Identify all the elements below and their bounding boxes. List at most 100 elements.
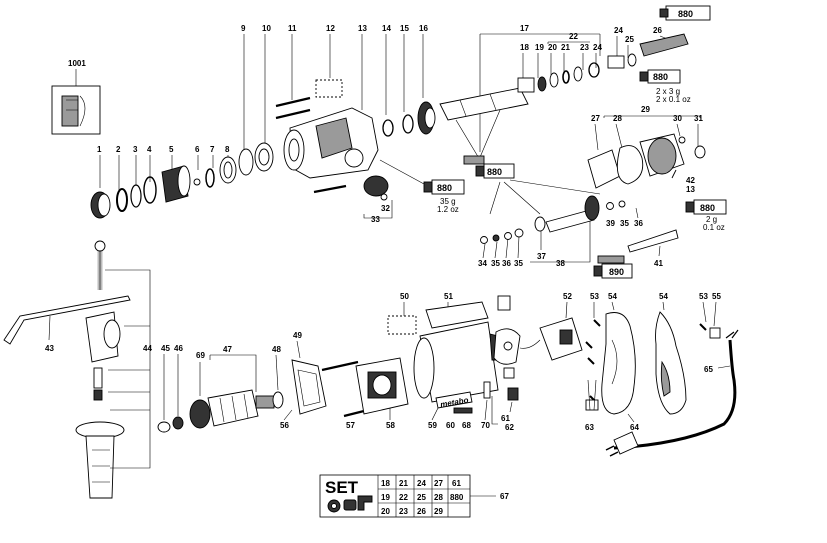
label-5: 5 (169, 145, 174, 154)
grease-tube-2x3g: 880 2 x 3 g 2 x 0.1 oz (639, 69, 691, 104)
label-44: 44 (143, 344, 152, 353)
label-70: 70 (481, 421, 490, 430)
label-1: 1 (97, 145, 102, 154)
label-11: 11 (288, 24, 297, 33)
tube-note-4a: 35 g (440, 197, 456, 206)
label-40: 41 (654, 259, 663, 268)
label-49: 49 (293, 331, 302, 340)
label-41: 36 (634, 219, 643, 228)
parts-14-16: 14 15 16 (382, 24, 436, 137)
label-60: 60 (446, 421, 455, 430)
label-45: 45 (161, 344, 170, 353)
label-68: 68 (462, 421, 471, 430)
parts-45-46: 45 46 (157, 344, 184, 433)
label-26: 25 (625, 35, 634, 44)
tube-label-2: 880 (653, 72, 668, 82)
set-cell: 21 (399, 479, 408, 488)
label-36c: 35 (620, 219, 629, 228)
set-cell: 880 (450, 493, 464, 502)
label-48: 48 (272, 345, 281, 354)
brush-holders-61-62: 61 62 (491, 295, 521, 432)
armature-47: 69 47 (189, 345, 275, 429)
label-25: 24 (614, 26, 623, 35)
label-35c: 39 (606, 219, 615, 228)
set-cell: 20 (381, 507, 390, 516)
label-17: 17 (520, 24, 529, 33)
grease-tube-top-right: 880 (659, 5, 711, 21)
label-20: 20 (548, 43, 557, 52)
depth-rod-43: 43 (3, 295, 131, 353)
grease-tube-890: 890 (593, 255, 633, 279)
label-2: 2 (116, 145, 121, 154)
label-8: 8 (225, 145, 230, 154)
set-cell: 25 (417, 493, 426, 502)
set-icons (327, 495, 373, 513)
label-65: 65 (704, 365, 713, 374)
chuck-parts: 1 2 3 4 5 6 7 8 (90, 145, 237, 219)
label-58: 58 (386, 421, 395, 430)
label-53b: 53 (699, 292, 708, 301)
set-cell: 23 (399, 507, 408, 516)
label-13b: 13 (686, 185, 695, 194)
label-32: 31 (694, 114, 703, 123)
tube-label-1: 880 (678, 9, 693, 19)
label-43: 43 (45, 344, 54, 353)
label-52: 52 (563, 292, 572, 301)
label-7: 7 (210, 145, 215, 154)
label-54a: 54 (608, 292, 617, 301)
label-39: 38 (556, 259, 565, 268)
set-cell: 27 (434, 479, 443, 488)
tube-label-7: 890 (609, 267, 624, 277)
label-57: 57 (346, 421, 355, 430)
label-47: 47 (223, 345, 232, 354)
grease-tube-small-top (463, 155, 485, 165)
label-3: 3 (133, 145, 138, 154)
set-cell: 29 (434, 507, 443, 516)
label-42: 42 (686, 176, 695, 185)
label-50: 50 (400, 292, 409, 301)
label-69: 69 (196, 351, 205, 360)
label-6: 6 (195, 145, 200, 154)
tube-note-2a: 2 x 3 g (656, 87, 680, 96)
gear-housing-13: 11 12 13 (275, 24, 379, 194)
label-13: 13 (358, 24, 367, 33)
label-27: 26 (653, 26, 662, 35)
label-1001: 1001 (68, 59, 86, 68)
label-36a: 35 (491, 259, 500, 268)
label-29: 28 (613, 114, 622, 123)
label-59: 59 (428, 421, 437, 430)
label-19: 19 (535, 43, 544, 52)
switch-52: 52 (519, 292, 583, 361)
label-46: 46 (174, 344, 183, 353)
tube-label-6: 880 (700, 203, 715, 213)
label-62: 62 (505, 423, 514, 432)
spindle-17-group: 17 18 19 20 21 22 23 24 (439, 24, 602, 152)
grease-tube-2g: 880 2 g 0.1 oz (685, 199, 727, 232)
gearbox-30-group: 29 27 28 30 31 42 13 (587, 105, 706, 194)
parts-9-10: 9 10 (238, 24, 274, 176)
grease-tube-35g: 880 35 g 1.2 oz (379, 159, 465, 214)
label-64: 64 (630, 423, 639, 432)
label-55: 55 (712, 292, 721, 301)
label-33: 32 (381, 204, 390, 213)
label-4: 4 (147, 145, 152, 154)
label-67: 67 (500, 492, 509, 501)
label-31: 30 (673, 114, 682, 123)
label-24: 24 (593, 43, 602, 52)
label-34: 33 (371, 215, 380, 224)
label-38: 37 (537, 252, 546, 261)
label-21: 21 (561, 43, 570, 52)
set-table: SET 18 21 24 27 61 19 22 25 28 880 20 23… (319, 474, 509, 518)
label-35b: 36 (502, 259, 511, 268)
label-14: 14 (382, 24, 391, 33)
set-cell: 18 (381, 479, 390, 488)
tube-label-3: 880 (487, 167, 502, 177)
label-54b: 54 (659, 292, 668, 301)
label-12: 12 (326, 24, 335, 33)
label-16: 16 (419, 24, 428, 33)
label-37: 35 (514, 259, 523, 268)
side-handle-44: 44 (75, 240, 152, 499)
handle-left-54: 53 54 63 64 (585, 292, 639, 432)
